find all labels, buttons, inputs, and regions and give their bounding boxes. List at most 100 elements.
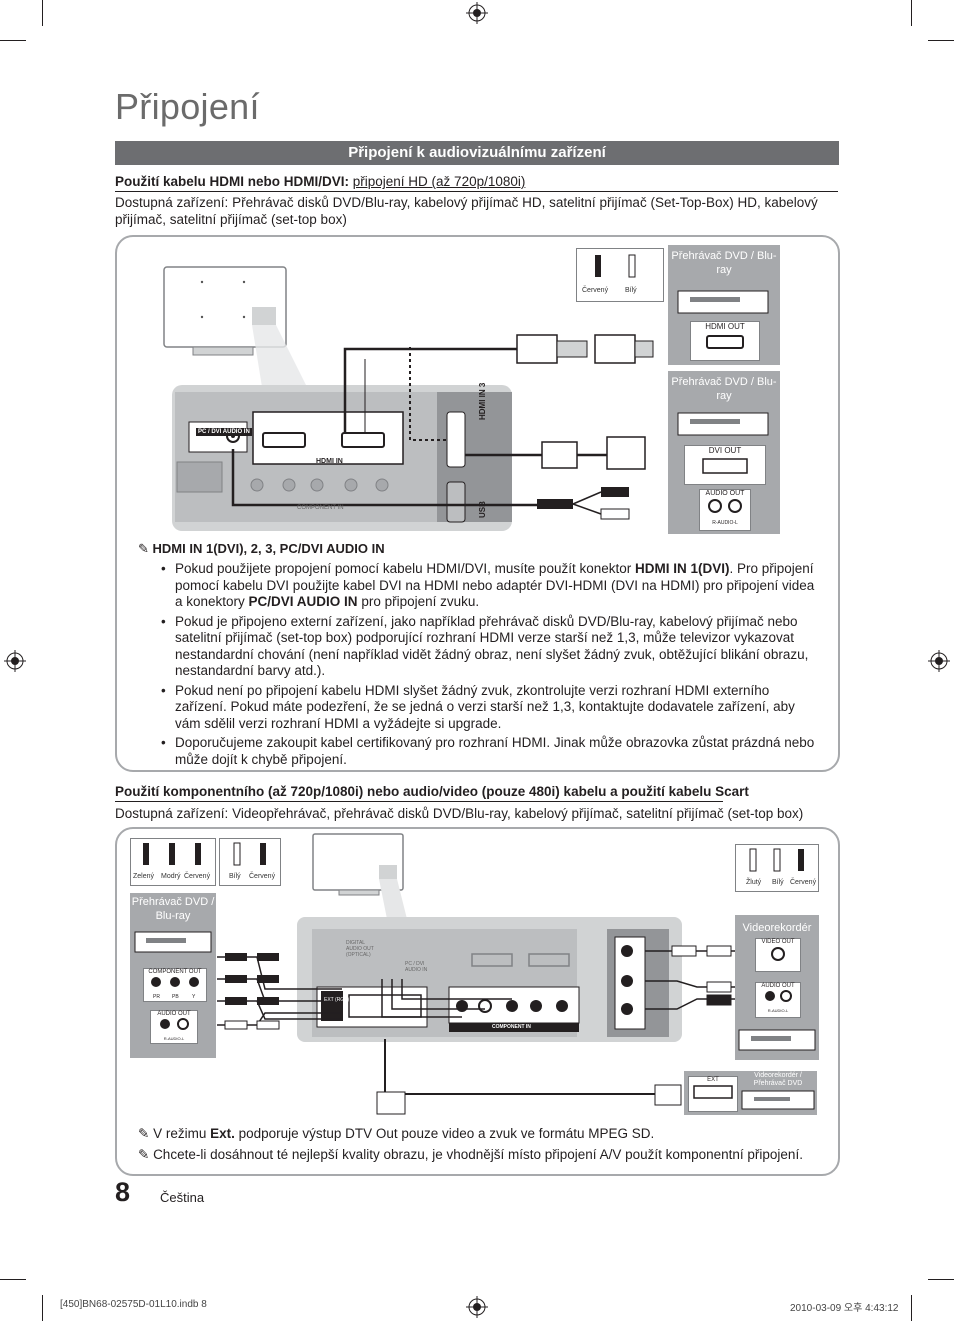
dvi-port-icon — [702, 458, 748, 474]
tv-hdmi-in-label: HDMI IN — [316, 458, 343, 465]
rca-jacks-icon — [160, 1018, 189, 1030]
tv-pc-audio-label: PC / DVI AUDIO IN — [196, 428, 252, 436]
component-connector-legend: Zelený Modrý Červený — [130, 838, 216, 886]
bottom-device-title: Videorekordér / Přehrávač DVD — [753, 1072, 803, 1087]
crop-mark — [928, 40, 954, 41]
conn-white2-label: Bílý — [772, 879, 784, 886]
conn-red3-label: Červený — [790, 879, 817, 886]
device-vcr: Videorekordér VIDEO OUT AUDIO OUT R-AUDI… — [735, 915, 819, 1060]
hdmi-port-icon — [706, 335, 744, 349]
footer-timestamp: 2010-03-09 오후 4:43:12 — [790, 1303, 899, 1314]
note-bullet: Pokud není po připojení kabelu HDMI slyš… — [155, 683, 815, 733]
registration-mark-icon — [928, 650, 950, 672]
rca-jack-icon — [771, 947, 785, 961]
hdmi-notes-list: Pokud použijete propojení pomocí kabelu … — [155, 561, 815, 771]
note-bullet: Doporučujeme zakoupit kabel certifikovan… — [155, 735, 815, 768]
note-text: V režimu — [153, 1126, 211, 1141]
device-dvd-dvi: Přehrávač DVD / Blu-ray DVI OUT AUDIO OU… — [668, 371, 780, 534]
note-title: ✎ HDMI IN 1(DVI), 2, 3, PC/DVI AUDIO IN — [138, 541, 385, 557]
note-text: podporuje výstup DTV Out pouze video a z… — [234, 1126, 655, 1141]
audio-connector-legend: Bílý Červený — [219, 838, 281, 886]
right-video-out-label: VIDEO OUT — [761, 939, 795, 945]
crop-mark — [0, 40, 26, 41]
conn-blue-label: Modrý — [161, 873, 181, 880]
bullet-text: Pokud je připojeno externí zařízení, jak… — [175, 613, 809, 679]
rca-plugs-icon — [595, 254, 636, 278]
heading-underline — [115, 801, 723, 802]
left-pr-label: PR — [153, 994, 160, 1000]
left-audio-out-port: AUDIO OUT R-AUDIO-L — [150, 1010, 198, 1044]
note-text: Ext. — [210, 1126, 235, 1141]
hdmi-heading-normal: připojení HD (až 720p/1080i) — [352, 174, 526, 189]
tv-ext-label: EXT (RGB) — [324, 997, 350, 1003]
crop-mark — [911, 1295, 912, 1321]
tv-component-label: COMPONENT IN — [297, 505, 344, 511]
bullet-text: . Pro připojení pomocí kabelu DVI použij… — [175, 561, 815, 609]
right-audio-out-label: AUDIO OUT — [761, 983, 795, 989]
right-audio-out-port: AUDIO OUT R-AUDIO-L — [755, 982, 801, 1018]
bullet-text: pro připojení zvuku. — [357, 594, 480, 609]
tv-pc-audio-label-2: PC / DVI AUDIO IN — [405, 961, 428, 973]
bullet-text: HDMI IN 1(DVI) — [635, 561, 730, 576]
crop-mark — [928, 1279, 954, 1280]
device-vcr-dvd-scart: EXT Videorekordér / Přehrávač DVD — [684, 1071, 817, 1115]
registration-mark-icon — [466, 1296, 488, 1318]
connector-red-label: Červený — [582, 287, 609, 294]
connector-white-label: Bílý — [625, 287, 637, 294]
scart-port-icon — [693, 1085, 733, 1099]
dvi-out-label: DVI OUT — [708, 446, 742, 455]
device1-title: Přehrávač DVD / Blu-ray — [671, 250, 777, 276]
hdmi-connection-diagram — [163, 266, 654, 531]
conn-red2-label: Červený — [249, 873, 276, 880]
tv-optical-label: DIGITAL AUDIO OUT (OPTICAL) — [346, 940, 374, 958]
right-audio-sub-label: R-AUDIO-L — [767, 1008, 789, 1013]
crop-mark — [42, 0, 43, 26]
hdmi-heading: Použití kabelu HDMI nebo HDMI/DVI: připo… — [115, 174, 839, 189]
bullet-text: Pokud použijete propojení pomocí kabelu … — [175, 561, 635, 576]
component-heading: Použití komponentního (až 720p/1080i) ne… — [115, 784, 749, 799]
note-pencil-icon: ✎ — [138, 1126, 154, 1141]
crop-mark — [0, 1279, 26, 1280]
left-pb-label: PB — [172, 994, 179, 1000]
note-text: Chcete-li dosáhnout té nejlepší kvality … — [153, 1146, 803, 1162]
left-audio-sub-label: R-AUDIO-L — [163, 1036, 185, 1041]
device2-title: Přehrávač DVD / Blu-ray — [671, 376, 777, 402]
conn-white-label: Bílý — [229, 873, 241, 880]
dvi-out-port: DVI OUT — [684, 445, 766, 485]
vcr-icon — [738, 1029, 816, 1051]
component-note: ✎ Chcete-li dosáhnout té nejlepší kvalit… — [138, 1147, 828, 1164]
crop-mark — [911, 0, 912, 26]
rca-plugs-icon — [143, 843, 201, 865]
video-out-port: VIDEO OUT — [755, 938, 801, 972]
page-number: 8 — [115, 1177, 131, 1207]
note-bullet: Pokud je připojeno externí zařízení, jak… — [155, 614, 815, 680]
page-language: Čeština — [160, 1190, 205, 1205]
component-notes: ✎ V režimu Ext. podporuje výstup DTV Out… — [138, 1126, 828, 1167]
bullet-text: PC/DVI AUDIO IN — [248, 594, 358, 609]
note-title-text: HDMI IN 1(DVI), 2, 3, PC/DVI AUDIO IN — [152, 541, 385, 556]
component-connection-diagram — [217, 833, 737, 1115]
device-dvd-hdmi: Přehrávač DVD / Blu-ray HDMI OUT — [668, 245, 780, 365]
component-note: ✎ V režimu Ext. podporuje výstup DTV Out… — [138, 1126, 828, 1143]
audio-out-port: AUDIO OUT R-AUDIO-L — [699, 489, 751, 531]
ext-port: EXT — [688, 1076, 738, 1112]
left-device-title: Přehrávač DVD / Blu-ray — [131, 896, 215, 922]
hdmi-out-port: HDMI OUT — [690, 321, 760, 361]
bottom-ext-label: EXT — [707, 1077, 719, 1083]
rca-jacks-icon — [765, 990, 792, 1002]
registration-mark-icon — [466, 2, 488, 24]
tv-hdmi3-label: HDMI IN 3 — [478, 382, 487, 420]
bullet-text: Doporučujeme zakoupit kabel certifikovan… — [175, 735, 815, 767]
component-devices-text: Dostupná zařízení: Videopřehrávač, přehr… — [115, 806, 804, 821]
dvd-player-icon — [677, 290, 769, 314]
rca-jacks-icon — [151, 977, 199, 987]
right-device-title: Videorekordér — [742, 922, 812, 934]
dvd-player-icon — [677, 412, 769, 436]
rca-plugs-icon — [749, 848, 804, 872]
hdmi-out-label: HDMI OUT — [705, 322, 745, 331]
dvd-player-icon — [134, 931, 212, 953]
tv-usb-label: USB — [478, 501, 487, 518]
conn-green-label: Zelený — [133, 873, 155, 880]
conn-yellow-label: Žlutý — [746, 879, 762, 886]
left-audio-out-label: AUDIO OUT — [157, 1011, 191, 1017]
